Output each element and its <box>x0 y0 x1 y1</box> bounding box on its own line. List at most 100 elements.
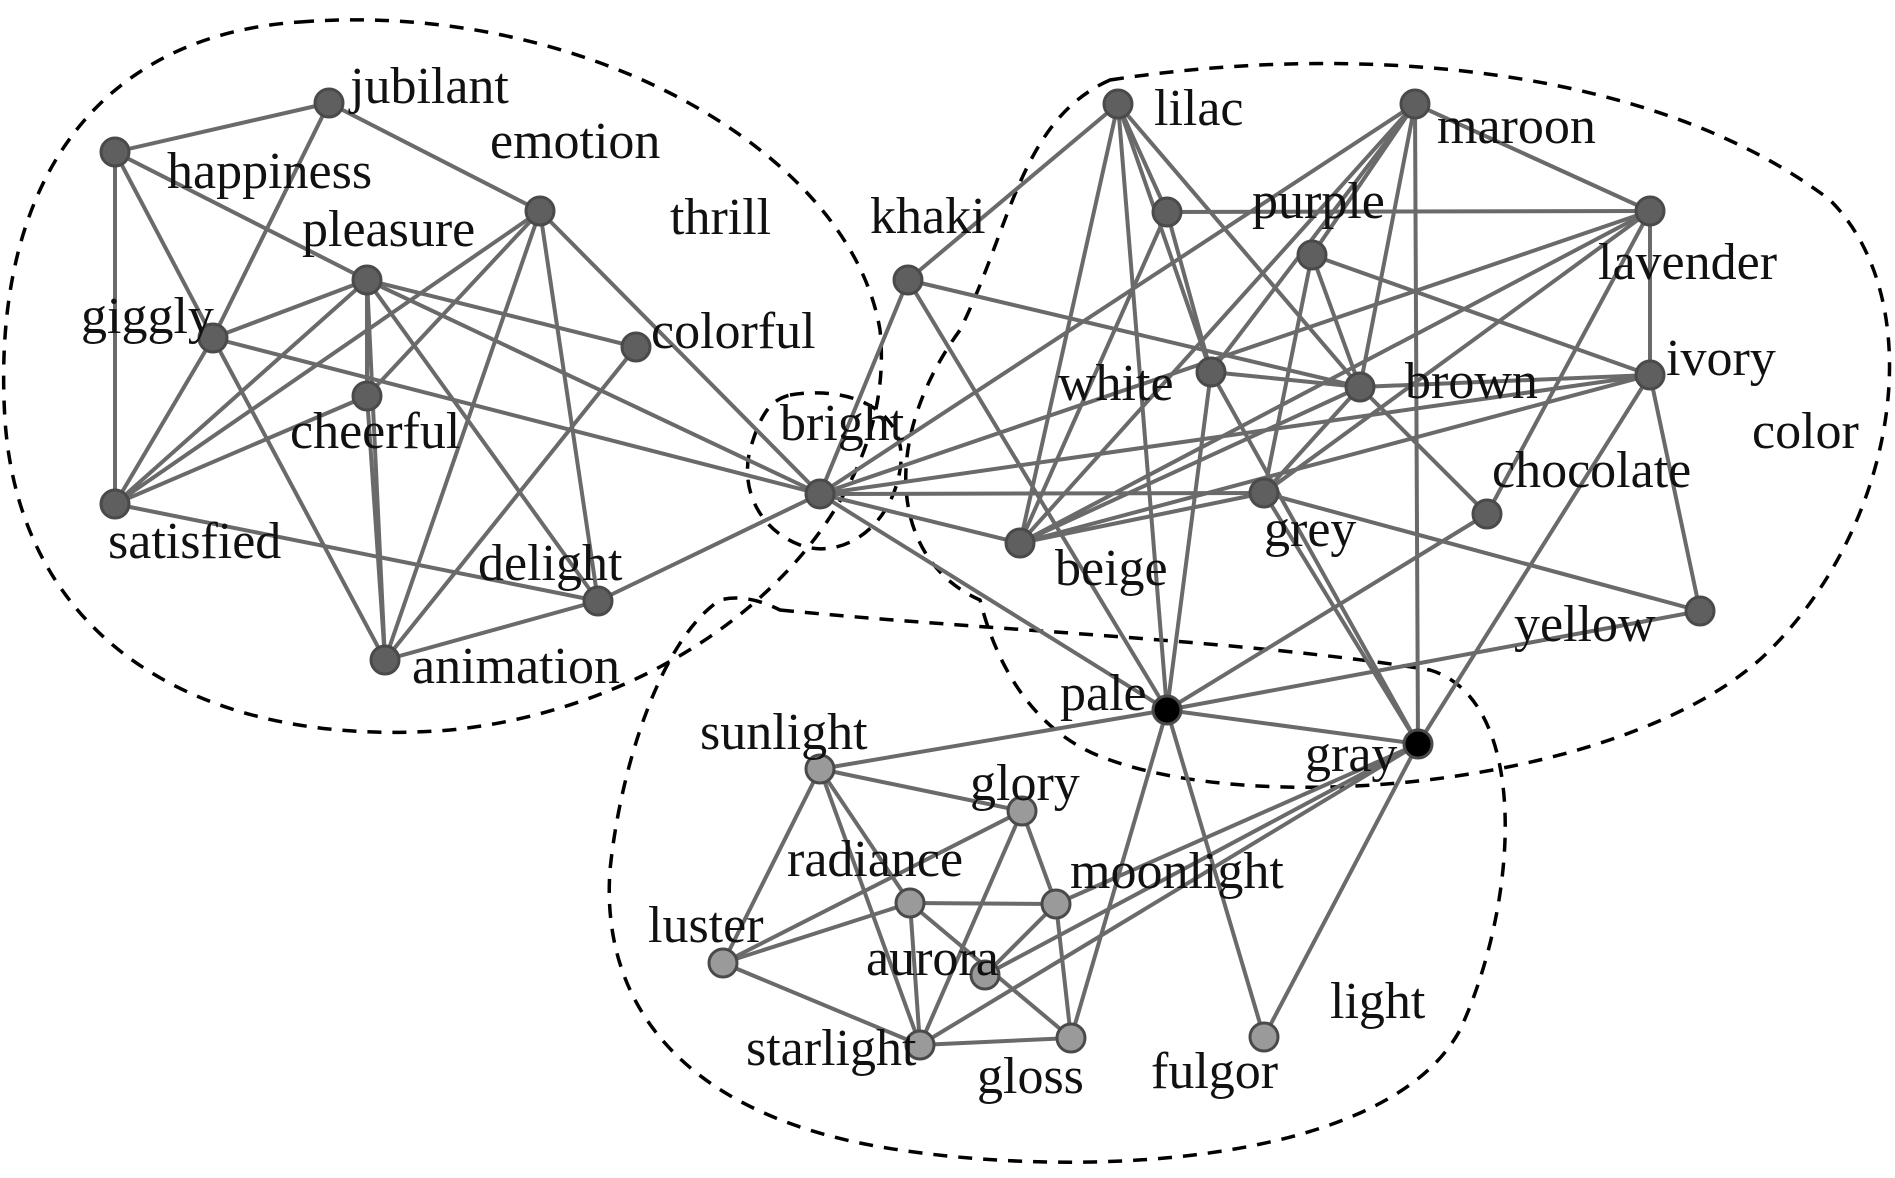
node-label-gray: gray <box>1305 726 1397 783</box>
edge-grey-gray <box>1262 491 1420 746</box>
edge-glory-luster <box>722 809 1023 965</box>
edge-radiance-luster <box>722 901 911 965</box>
node-delight <box>582 585 614 617</box>
node-white <box>1195 356 1227 388</box>
edge-pale-gray <box>1166 708 1419 746</box>
edge-radiance-moonlight <box>909 901 1057 906</box>
edge-colorful-animation <box>383 345 638 662</box>
edge-animation-delight <box>384 599 599 662</box>
node-label-giggly: giggly <box>81 288 214 345</box>
edge-pleasure-bright <box>366 278 821 496</box>
edge-lavender-beige <box>1019 209 1651 545</box>
edge-sunlight-luster <box>721 768 822 964</box>
node-pale <box>1151 694 1183 726</box>
edge-sunlight-starlight <box>818 768 922 1046</box>
node-label-glory: glory <box>970 755 1080 812</box>
node-label-delight: delight <box>478 535 623 592</box>
node-label-chocolate: chocolate <box>1492 442 1691 499</box>
node-label-khaki: khaki <box>870 188 986 245</box>
cluster-emotion-label: emotion <box>490 113 660 170</box>
edge-khaki-pale <box>906 278 1169 712</box>
edge-sunlight-glory <box>819 767 1023 813</box>
edge-purple_top-lavender <box>1166 209 1651 214</box>
node-label-lilac: lilac <box>1154 80 1244 137</box>
node-label-purple: purple <box>1252 173 1385 230</box>
edge-maroon-white <box>1209 102 1417 374</box>
edge-maroon-gray <box>1413 103 1420 745</box>
node-beige <box>1004 527 1036 559</box>
node-label-starlight: starlight <box>746 1020 917 1077</box>
edge-gray-fulgor <box>1262 743 1420 1038</box>
node-sunlight <box>804 753 836 785</box>
edge-lavender-grey <box>1262 209 1652 495</box>
node-gray <box>1402 728 1434 760</box>
edge-maroon-brown <box>1358 103 1417 388</box>
node-moonlight <box>1040 888 1072 920</box>
edge-white-pale <box>1165 371 1213 711</box>
edge-happiness-giggly <box>113 151 215 339</box>
edge-pale-fulgor <box>1165 709 1266 1038</box>
edge-grey-beige <box>1019 491 1265 545</box>
edge-thrill-animation <box>383 210 542 661</box>
edge-white-gray <box>1209 371 1420 745</box>
node-label-yellow: yellow <box>1514 596 1656 653</box>
node-cheerful <box>351 380 383 412</box>
edge-thrill-satisfied <box>113 209 542 506</box>
node-brown <box>1344 371 1376 403</box>
edge-sunlight-radiance <box>818 767 912 905</box>
edge-khaki-brown <box>907 278 1361 389</box>
edge-pale-sunlight <box>819 708 1168 771</box>
node-label-happiness: happiness <box>167 143 372 200</box>
node-grey <box>1248 477 1280 509</box>
edge-giggly-bright <box>212 336 821 496</box>
edge-lilac-khaki <box>906 102 1120 282</box>
node-label-beige: beige <box>1055 540 1168 597</box>
cluster-light-outline <box>607 596 1507 1164</box>
edge-bright-maroon <box>818 102 1417 496</box>
edge-thrill-delight <box>538 210 600 602</box>
node-label-moonlight: moonlight <box>1070 843 1284 900</box>
edge-ivory-gray <box>1416 373 1652 746</box>
edge-glory-starlight <box>918 810 1024 1046</box>
node-label-thrill: thrill <box>670 189 771 246</box>
edge-cheerful-satisfied <box>114 394 368 506</box>
edge-jubilant-giggly <box>211 102 331 339</box>
edge-bright-lavender <box>819 209 1651 496</box>
node-starlight <box>904 1029 936 1061</box>
node-purple_top <box>1151 196 1183 228</box>
node-label-radiance: radiance <box>787 831 963 888</box>
node-label-gloss: gloss <box>977 1048 1084 1105</box>
node-maroon <box>1399 88 1431 120</box>
edge-bright-beige <box>819 492 1021 545</box>
edge-giggly-satisfied <box>113 336 215 506</box>
node-khaki <box>892 264 924 296</box>
node-jubilant <box>313 87 345 119</box>
edge-happiness-pleasure <box>114 150 368 282</box>
edge-maroon-lavender <box>1414 102 1651 213</box>
node-label-satisfied: satisfied <box>108 513 281 570</box>
cluster-emotion-outline <box>2 18 884 735</box>
node-fulgor <box>1248 1021 1280 1053</box>
edge-brown-beige <box>1019 385 1361 545</box>
cluster-color-outline <box>904 61 1892 790</box>
edge-lilac-beige <box>1018 103 1120 544</box>
node-label-aurora: aurora <box>866 930 999 987</box>
edge-ivory-beige <box>1019 373 1651 545</box>
node-label-pale: pale <box>1060 665 1147 722</box>
edge-ivory-yellow <box>1648 374 1702 612</box>
edge-pleasure-colorful <box>366 278 637 349</box>
node-aurora <box>969 959 1001 991</box>
node-lilac <box>1102 88 1134 120</box>
edge-satisfied-delight <box>114 502 599 603</box>
node-luster <box>707 947 739 979</box>
edge-moonlight-aurora <box>983 902 1058 977</box>
edge-jubilant-thrill <box>328 101 541 213</box>
edge-chocolate-pale <box>1165 512 1489 712</box>
edge-thrill-bright <box>538 209 822 496</box>
node-label-maroon: maroon <box>1437 98 1596 155</box>
edge-brown-grey <box>1262 385 1362 495</box>
edge-lilac-white <box>1116 103 1213 373</box>
node-label-colorful: colorful <box>651 303 816 360</box>
